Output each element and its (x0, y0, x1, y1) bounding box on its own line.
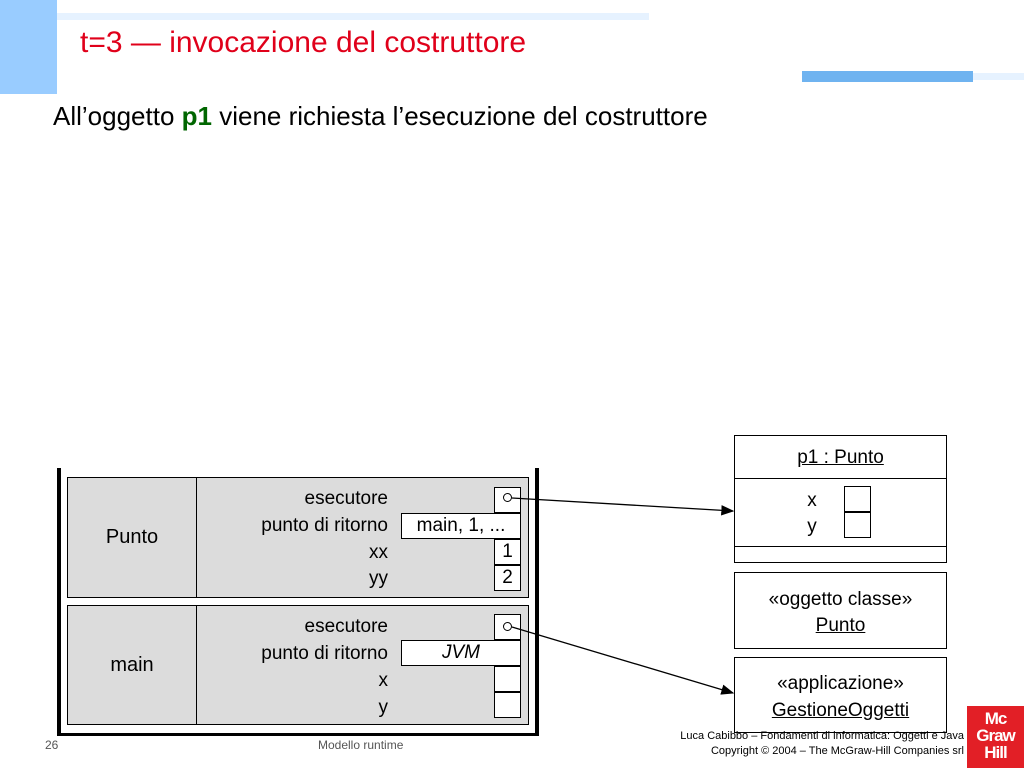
logo-line1: Mc (984, 709, 1008, 728)
arrow-punto-to-p1 (511, 497, 735, 516)
stack-bottom-wall (57, 733, 539, 736)
subtitle-text-before: All’oggetto (53, 101, 182, 131)
footer-credit-line2: Copyright © 2004 – The McGraw-Hill Compa… (710, 745, 964, 757)
classe-stereotype: «oggetto classe» (768, 589, 913, 610)
header-rule (57, 13, 649, 20)
header-accent-block (802, 71, 973, 82)
var-y: y (378, 697, 389, 718)
app-name: GestioneOggetti (771, 700, 910, 721)
var-xx: xx (369, 542, 388, 563)
object-p1-divider-top (735, 478, 946, 479)
object-applicazione: «applicazione» GestioneOggetti (734, 657, 947, 733)
footer-credit-line1: Luca Cabibbo – Fondamenti di informatica… (680, 730, 964, 742)
header-accent-bar (0, 0, 57, 94)
field-y-label: y (807, 516, 817, 537)
var-punto-di-ritorno: punto di ritorno (261, 515, 388, 536)
cell-esecutore (494, 614, 521, 640)
footer-section: Modello runtime (318, 738, 404, 752)
var-esecutore: esecutore (304, 616, 388, 637)
subtitle-object-name: p1 (181, 101, 212, 131)
field-x-cell (844, 486, 871, 512)
cell-punto-di-ritorno: JVM (401, 640, 521, 666)
stack-right-wall (535, 468, 539, 736)
header-rule-right (973, 73, 1024, 80)
arrow-main-to-app (511, 626, 735, 695)
cell-xx: 1 (494, 539, 521, 565)
var-punto-di-ritorno: punto di ritorno (261, 643, 388, 664)
classe-name: Punto (815, 615, 866, 636)
frame-punto: Punto esecutore punto di ritorno xx yy m… (67, 477, 529, 598)
object-p1-title: p1 : Punto (797, 447, 884, 468)
object-p1: p1 : Punto x y (734, 435, 947, 563)
var-yy: yy (369, 568, 388, 589)
var-x: x (378, 670, 389, 691)
subtitle-text-after: viene richiesta l’esecuzione del costrut… (212, 101, 708, 131)
cell-x (494, 666, 521, 692)
slide-title: t=3 — invocazione del costruttore (80, 26, 527, 59)
reference-dot-punto (503, 493, 512, 502)
mcgraw-hill-logo: Mc Graw Hill (967, 706, 1024, 768)
frame-punto-label: Punto (68, 478, 197, 597)
logo-line3: Hill (984, 743, 1007, 762)
var-esecutore: esecutore (304, 488, 388, 509)
frame-main-label: main (68, 606, 197, 724)
cell-punto-di-ritorno: main, 1, ... (401, 513, 521, 539)
stack-left-wall (57, 468, 61, 736)
cell-yy: 2 (494, 565, 521, 591)
frame-main: main esecutore punto di ritorno x y JVM (67, 605, 529, 725)
field-y-cell (844, 512, 871, 538)
field-x-label: x (807, 490, 817, 511)
slide-subtitle: All’oggetto p1 viene richiesta l’esecuzi… (53, 101, 708, 132)
cell-y (494, 692, 521, 718)
reference-dot-main (503, 622, 512, 631)
object-classe-punto: «oggetto classe» Punto (734, 572, 947, 649)
logo-line2: Graw (976, 726, 1016, 745)
page-number: 26 (45, 738, 59, 752)
app-stereotype: «applicazione» (777, 673, 904, 694)
object-p1-divider-bottom (735, 546, 946, 547)
